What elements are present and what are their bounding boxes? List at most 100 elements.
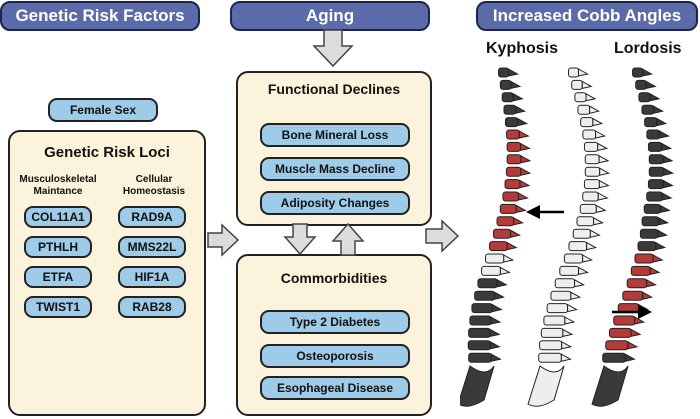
vertebra: [632, 67, 644, 78]
locus-label: RAD9A: [131, 210, 173, 224]
vertebra: [608, 327, 632, 338]
comorbid-title: Commorbidities: [280, 270, 388, 286]
locus-label: ETFA: [42, 270, 74, 284]
vertebra: [568, 241, 588, 252]
vertebra: [648, 154, 664, 165]
vertebra-process: [662, 154, 674, 164]
vertebra-process: [489, 328, 501, 338]
vertebra: [572, 228, 591, 239]
loci-col1-line1: Musculoskeletal: [19, 174, 97, 185]
vertebra-process: [506, 241, 518, 251]
female-sex-label: Female Sex: [69, 103, 137, 117]
vertebra-process: [634, 316, 646, 325]
vertebra-process: [560, 353, 572, 362]
loci-title: Genetic Risk Loci: [44, 144, 170, 161]
vertebra: [503, 104, 517, 115]
down-arrow-aging-to-functional: [312, 29, 354, 68]
vertebra-process: [503, 254, 515, 263]
vertebra: [498, 67, 510, 78]
vertebra: [481, 265, 501, 276]
vertebra: [563, 253, 584, 264]
vertebra: [504, 117, 519, 128]
vertebra-process: [653, 105, 664, 114]
vertebra-process: [630, 328, 642, 338]
loci-col1-line2: Maintance: [33, 186, 83, 197]
vertebra-process: [570, 291, 582, 300]
vertebra: [474, 290, 496, 301]
vertebra: [506, 154, 522, 165]
vertebra-process: [494, 291, 505, 300]
locus-mms22l: MMS22L: [118, 236, 186, 258]
vertebra-process: [578, 68, 589, 77]
vertebra-process: [515, 204, 527, 214]
vertebra-process: [598, 154, 610, 164]
locus-rad9a: RAD9A: [118, 206, 186, 228]
spine-illustration: [460, 67, 675, 407]
locus-label: HIF1A: [134, 270, 170, 284]
vertebra: [539, 340, 563, 351]
vertebra-process: [585, 92, 597, 102]
vertebra-process: [519, 142, 531, 152]
vertebra-process: [589, 105, 600, 114]
vertebra-process: [598, 179, 610, 189]
up-arrow-comorbid-to-functional: [331, 222, 365, 256]
comorbid-item-label: Esophageal Disease: [276, 381, 394, 395]
vertebra: [471, 303, 493, 314]
vertebra-process: [510, 229, 521, 238]
header-genetic-risk-factors: Genetic Risk Factors: [0, 1, 200, 31]
vertebra: [641, 216, 660, 227]
vertebra: [506, 141, 521, 152]
vertebra-process: [520, 167, 532, 176]
vertebra: [637, 241, 657, 252]
kyphosis-spine: [460, 67, 532, 407]
vertebra-process: [491, 303, 503, 313]
vertebra-process: [595, 130, 607, 139]
adiposity-changes-pill: Adiposity Changes: [260, 191, 410, 215]
vertebra-process: [496, 278, 508, 288]
female-sex-pill: Female Sex: [48, 98, 158, 122]
vertebra-process: [649, 92, 661, 102]
right-arrow-genetic-to-aging: [207, 223, 240, 257]
vertebra-process: [589, 229, 601, 238]
lordosis-label: Lordosis: [614, 40, 682, 57]
vertebra: [485, 253, 505, 264]
vertebra: [622, 290, 644, 301]
genetic-risk-loci-panel: Genetic Risk Loci Musculoskeletal Mainta…: [8, 130, 206, 416]
locus-hif1a: HIF1A: [118, 266, 186, 288]
vertebra: [605, 340, 629, 351]
vertebra-process: [642, 68, 653, 77]
lordosis-arrow-icon: [612, 305, 652, 319]
vertebra: [489, 241, 508, 252]
vertebra-process: [656, 117, 668, 127]
functional-item-label: Bone Mineral Loss: [281, 128, 389, 142]
vertebra-process: [519, 179, 531, 189]
vertebra: [630, 265, 651, 276]
vertebra-process: [661, 142, 673, 152]
locus-etfa: ETFA: [24, 266, 92, 288]
functional-item-label: Adiposity Changes: [280, 196, 390, 210]
vertebra: [502, 191, 519, 202]
vertebra: [648, 166, 665, 177]
header-genetic-label: Genetic Risk Factors: [15, 6, 185, 25]
functional-declines-panel: Functional Declines Bone Mineral Loss Mu…: [236, 71, 432, 226]
vertebra: [550, 290, 572, 301]
vertebra: [546, 303, 569, 314]
down-arrow-functional-to-comorbid: [283, 223, 317, 256]
vertebra-process: [510, 80, 522, 90]
comorbidities-panel: Commorbidities Type 2 Diabetes Osteoporo…: [236, 254, 432, 416]
vertebra-process: [586, 241, 598, 251]
vertebra-process: [578, 266, 589, 276]
lordosis-spine: [591, 67, 675, 407]
vertebra: [646, 191, 663, 202]
vertebra: [582, 191, 599, 202]
vertebra: [506, 129, 520, 140]
header-cobb-angles: Increased Cobb Angles: [476, 1, 698, 31]
vertebra: [571, 79, 583, 90]
vertebra-process: [657, 229, 668, 238]
vertebra: [499, 203, 517, 214]
vertebra-process: [562, 328, 574, 338]
vertebra-process: [561, 340, 573, 350]
vertebra: [583, 179, 600, 190]
functional-title: Functional Declines: [267, 81, 401, 97]
vertebra-process: [642, 291, 654, 300]
